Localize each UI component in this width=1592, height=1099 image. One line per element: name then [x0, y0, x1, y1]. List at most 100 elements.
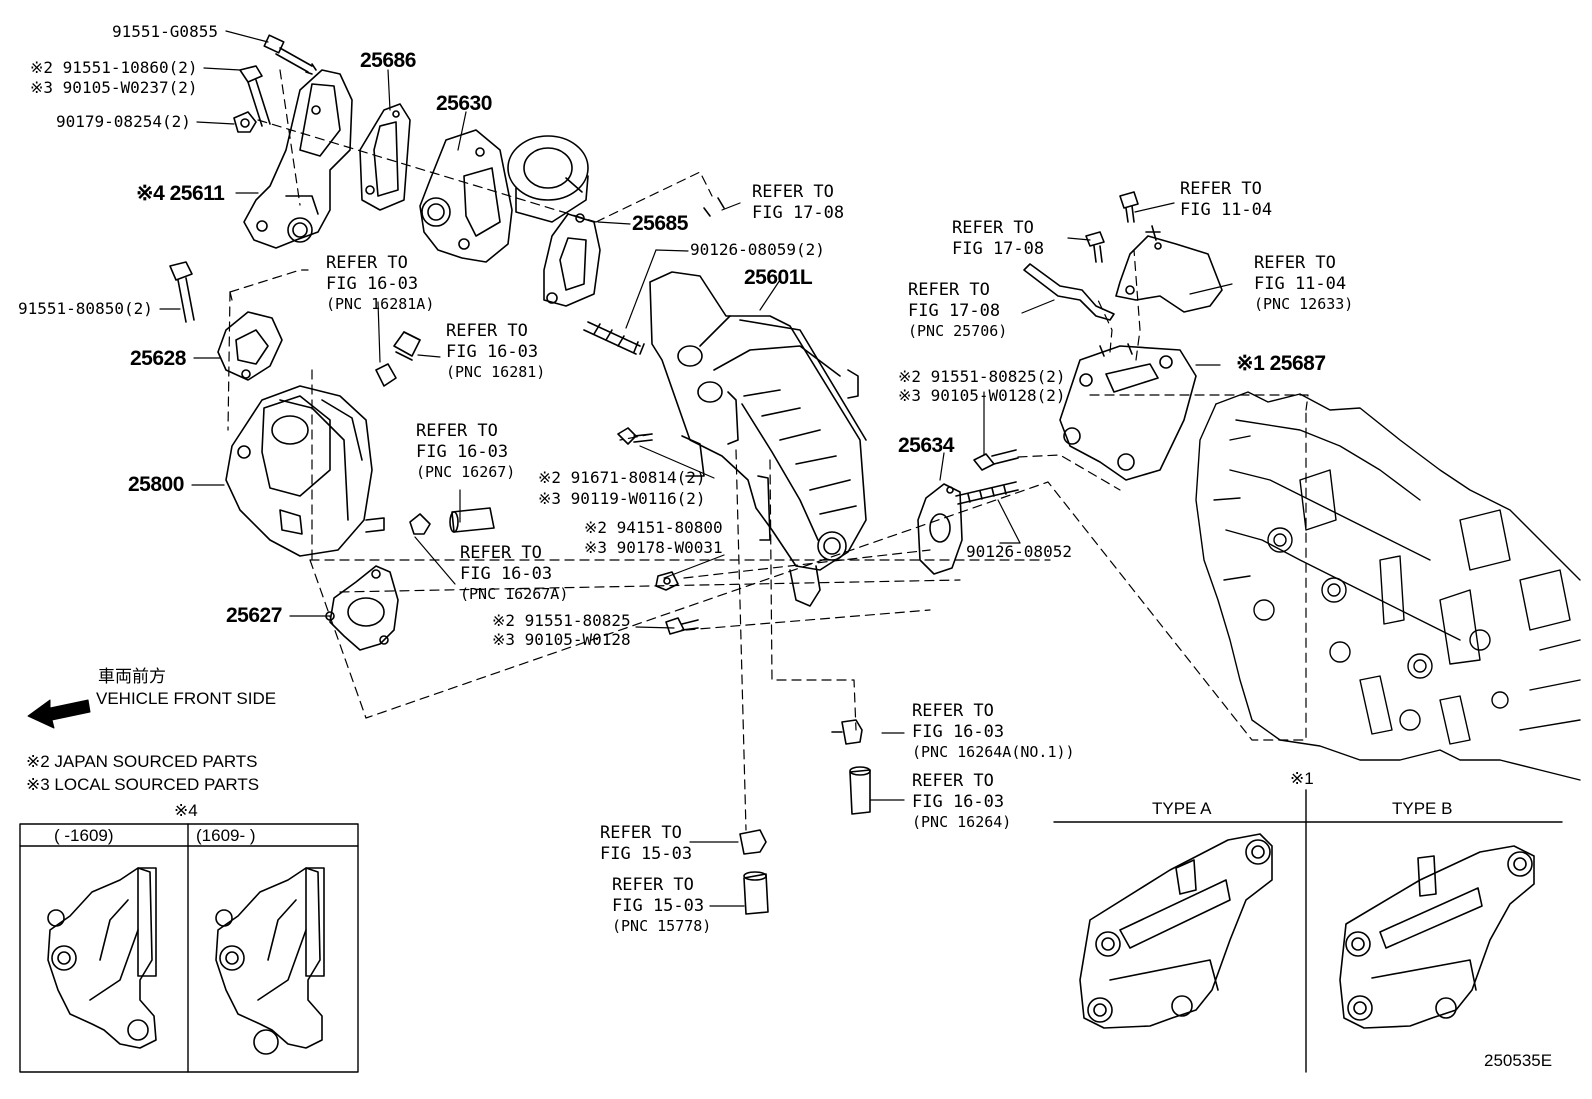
type-a-bracket [1079, 833, 1273, 1029]
ref-line-2: FIG 17-08 [908, 301, 1001, 321]
ref-fig-15-03-pnc-15778: REFER TO FIG 15-03 (PNC 15778) [612, 877, 711, 934]
ref-fig-17-08-pnc-25706: REFER TO FIG 17-08 (PNC 25706) [908, 282, 1007, 339]
bolts [169, 34, 1139, 635]
ref-fig-16-03-pnc-16281a: REFER TO FIG 16-03 (PNC 16281A) [326, 255, 434, 312]
ref-line-3: (PNC 12633) [1254, 295, 1354, 313]
vehicle-front-arrow [27, 699, 91, 729]
label-91671-80814: ※2 91671-80814(2) [538, 468, 706, 487]
ref-line-1: REFER TO [952, 218, 1034, 238]
label-25630: 25630 [436, 92, 492, 115]
part-25800 [225, 385, 385, 557]
type-table-1 [1053, 789, 1563, 1073]
ref-fig-16-03-pnc-16267: REFER TO FIG 16-03 (PNC 16267) [416, 423, 515, 480]
label-90119-w0116: ※3 90119-W0116(2) [538, 489, 706, 508]
part-25685-gasket [543, 213, 601, 307]
ref-line-1: REFER TO [912, 701, 994, 721]
part-25686-gasket [359, 103, 411, 211]
ref-line-1: REFER TO [600, 823, 682, 843]
dashed-lines [227, 69, 1309, 831]
ref-line-3: (PNC 16267A) [460, 585, 569, 603]
part-25634-gasket [917, 483, 963, 575]
label-25800: 25800 [128, 473, 184, 496]
ref-line-2: FIG 15-03 [612, 896, 705, 916]
label-91551-80825-right: ※2 91551-80825(2) [898, 367, 1066, 386]
bolt-91551-80850 [169, 261, 195, 323]
ref-line-3: (PNC 25706) [908, 322, 1008, 340]
ref-line-1: REFER TO [446, 321, 528, 341]
bolt-91671-80814 [617, 427, 653, 445]
ref-fig-16-03-pnc-16264: REFER TO FIG 16-03 (PNC 16264) [912, 773, 1011, 830]
variant-drawing-left [47, 867, 157, 1049]
ref-line-3: (PNC 16281A) [326, 295, 435, 313]
note-mark-1: ※1 [1290, 769, 1314, 788]
ref-fig-15-03: REFER TO FIG 15-03 [600, 825, 692, 863]
ref-fig-17-08-top: REFER TO FIG 17-08 [752, 184, 844, 222]
bolt-91551-80825-lower [665, 617, 699, 635]
illustration-code: 250535E [1484, 1051, 1553, 1070]
bolt-ref-17-08 [1085, 231, 1105, 263]
ref-fig-17-08-mid: REFER TO FIG 17-08 [952, 220, 1044, 258]
stud-90126-08059 [583, 321, 645, 355]
ref-line-2: FIG 11-04 [1254, 274, 1347, 294]
part-25627-gasket [325, 565, 399, 651]
label-25628: 25628 [130, 347, 186, 370]
label-25634: 25634 [898, 434, 954, 457]
nut-90179-08254 [233, 111, 257, 133]
ref-fig-16-03-pnc-16264a: REFER TO FIG 16-03 (PNC 16264A(NO.1)) [912, 703, 1075, 760]
part-25628-gasket [217, 311, 283, 381]
vehicle-front-label-jp: 車両前方 [98, 667, 166, 686]
ref-line-3: (PNC 16281) [446, 363, 546, 381]
ref-line-2: FIG 16-03 [446, 342, 539, 362]
ref-line-1: REFER TO [912, 771, 994, 791]
variant-table-4 [19, 823, 359, 1073]
type-b-label: TYPE B [1392, 799, 1453, 818]
part-25687-bracket [1059, 343, 1197, 481]
ref-line-2: FIG 16-03 [912, 722, 1005, 742]
label-25611: ※4 25611 [136, 182, 225, 205]
nut-94151-80800 [655, 571, 679, 591]
ref-line-2: FIG 16-03 [326, 274, 419, 294]
label-90105-w0237: ※3 90105-W0237(2) [30, 78, 198, 97]
ref-line-1: REFER TO [1254, 253, 1336, 273]
note-japan-sourced: ※2 JAPAN SOURCED PARTS [26, 752, 258, 771]
ref-fig-16-03-pnc-16267a: REFER TO FIG 16-03 (PNC 16267A) [460, 545, 568, 602]
label-25601l: 25601L [744, 266, 813, 289]
ref-line-1: REFER TO [326, 253, 408, 273]
engine-block [1195, 391, 1581, 781]
hose-clamp-parts [375, 197, 871, 915]
label-91551-g0855: 91551-G0855 [112, 22, 218, 41]
ref-line-2: FIG 16-03 [416, 442, 509, 462]
label-25686: 25686 [360, 49, 416, 72]
ref-line-1: REFER TO [416, 421, 498, 441]
label-25687: ※1 25687 [1236, 352, 1326, 375]
label-90105-w0128-lower: ※3 90105-W0128 [492, 630, 631, 649]
label-90126-08052: 90126-08052 [966, 542, 1072, 561]
part-egr-actuator [507, 135, 589, 223]
part-25601l-egr-cooler [649, 271, 867, 607]
bolt-ref-11-04 [1119, 191, 1139, 223]
ref-line-1: REFER TO [752, 182, 834, 202]
ref-line-2: FIG 15-03 [600, 844, 693, 864]
ref-line-1: REFER TO [612, 875, 694, 895]
part-25611 [243, 69, 353, 249]
ref-line-2: FIG 16-03 [460, 564, 553, 584]
ref-line-3: (PNC 16264A(NO.1)) [912, 743, 1075, 761]
ref-line-2: FIG 17-08 [952, 239, 1045, 259]
pipe-ref-17-08 [1023, 263, 1115, 321]
label-91551-10860: ※2 91551-10860(2) [30, 58, 198, 77]
ref-line-2: FIG 11-04 [1180, 200, 1273, 220]
variant-drawing-right [215, 867, 325, 1055]
bracket-ref-11-04 [1115, 225, 1223, 313]
vehicle-front-label-en: VEHICLE FRONT SIDE [96, 689, 277, 708]
ref-line-3: (PNC 16264) [912, 813, 1012, 831]
label-25627: 25627 [226, 604, 282, 627]
label-91551-80825-lower: ※2 91551-80825 [492, 611, 631, 630]
variant-col-before-1609: ( -1609) [54, 826, 114, 845]
bolt-91551-10860 [239, 65, 271, 127]
note-local-sourced: ※3 LOCAL SOURCED PARTS [26, 775, 260, 794]
label-90105-w0128-right: ※3 90105-W0128(2) [898, 386, 1066, 405]
ref-line-3: (PNC 16267) [416, 463, 516, 481]
ref-line-2: FIG 17-08 [752, 203, 845, 223]
